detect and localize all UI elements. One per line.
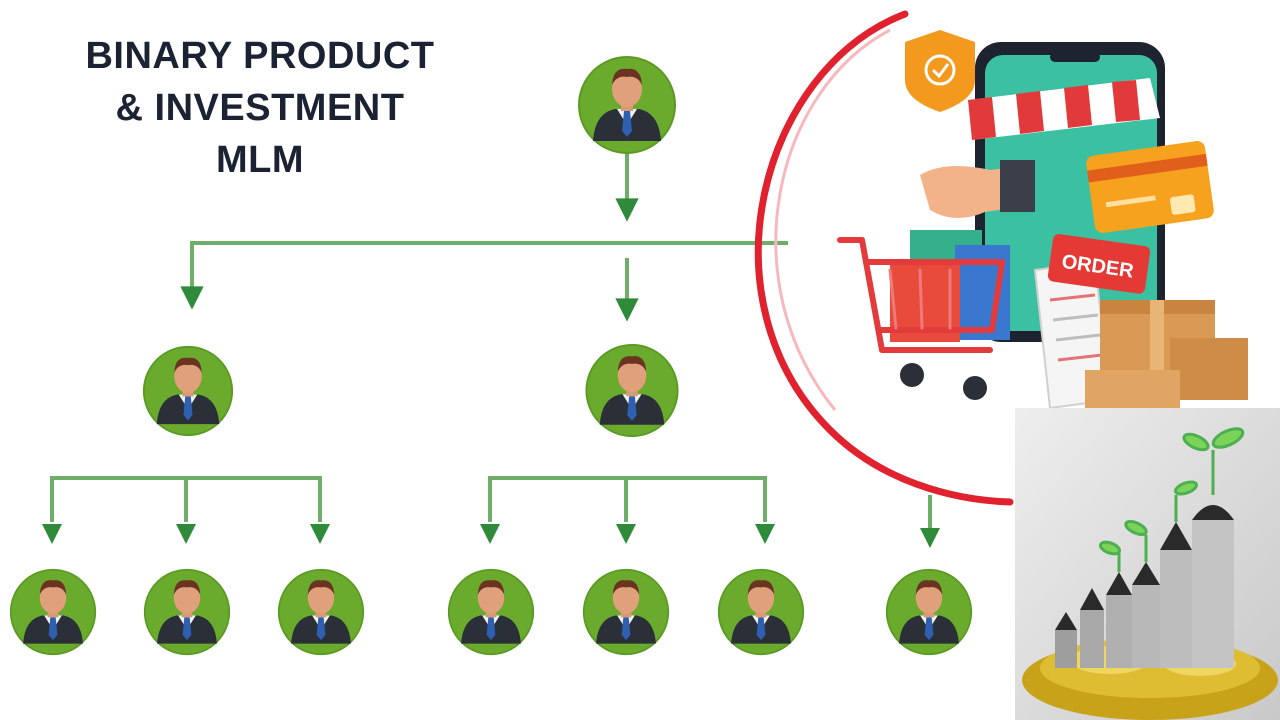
level1-member-right-icon — [585, 343, 679, 438]
shield-check-icon — [905, 30, 975, 112]
title-line-3: MLM — [215, 139, 305, 181]
credit-card-icon — [1086, 141, 1214, 233]
coin-stacks-icon — [1055, 505, 1234, 668]
tree-connectors — [50, 150, 932, 528]
shopping-cart-icon — [837, 237, 1005, 353]
ecommerce-illustration: ORDER — [754, 10, 1248, 506]
level2-member-1-icon — [9, 568, 97, 656]
hand-icon — [920, 160, 1035, 219]
cardboard-boxes-icon — [1085, 300, 1248, 408]
title-line-1: BINARY PRODUCT — [85, 35, 435, 77]
red-swoosh-arc — [754, 10, 1014, 506]
level2-member-2-icon — [143, 568, 231, 656]
plant-sprouts-icon — [1098, 427, 1245, 572]
investment-growth-photo — [1015, 408, 1280, 720]
tree-nodes — [9, 55, 973, 656]
page-title: BINARY PRODUCT & INVESTMENT MLM — [30, 30, 490, 186]
level2-member-3-icon — [277, 568, 365, 656]
level2-member-7-icon — [885, 568, 973, 656]
level2-member-4-icon — [447, 568, 535, 656]
store-awning-icon — [968, 78, 1160, 140]
root-member-icon — [577, 55, 677, 155]
level1-member-left-icon — [142, 345, 234, 437]
level2-member-6-icon — [717, 568, 805, 656]
level2-member-5-icon — [582, 568, 670, 656]
title-line-2: & INVESTMENT — [115, 87, 405, 129]
